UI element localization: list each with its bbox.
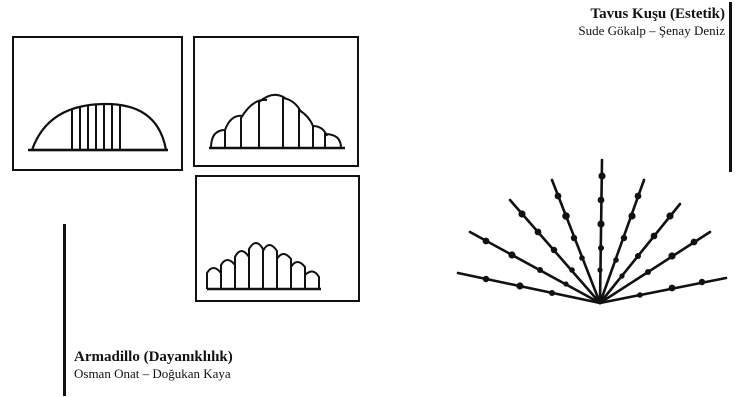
peacock-caption: Tavus Kuşu (Estetik) Sude Gökalp – Şenay… xyxy=(578,6,725,39)
rib-dome-drawing xyxy=(206,242,321,291)
peacock-fan-sketch xyxy=(456,158,728,305)
caption-accent-bar-right xyxy=(729,2,732,172)
caption-accent-bar-left xyxy=(63,224,66,396)
segmented-shell-drawing xyxy=(209,93,345,150)
armadillo-caption-authors: Osman Onat – Doğukan Kaya xyxy=(74,366,231,381)
armadillo-sketch-segmented-shell xyxy=(193,36,359,167)
armadillo-sketch-banded-dome xyxy=(12,36,183,171)
peacock-caption-authors: Sude Gökalp – Şenay Deniz xyxy=(578,23,725,38)
armadillo-caption: Armadillo (Dayanıklılık) Osman Onat – Do… xyxy=(74,349,233,382)
peacock-caption-title: Tavus Kuşu (Estetik) xyxy=(590,6,726,22)
banded-dome-drawing xyxy=(28,102,168,152)
armadillo-caption-title: Armadillo (Dayanıklılık) xyxy=(74,349,233,365)
armadillo-sketch-rib-dome xyxy=(195,175,360,302)
